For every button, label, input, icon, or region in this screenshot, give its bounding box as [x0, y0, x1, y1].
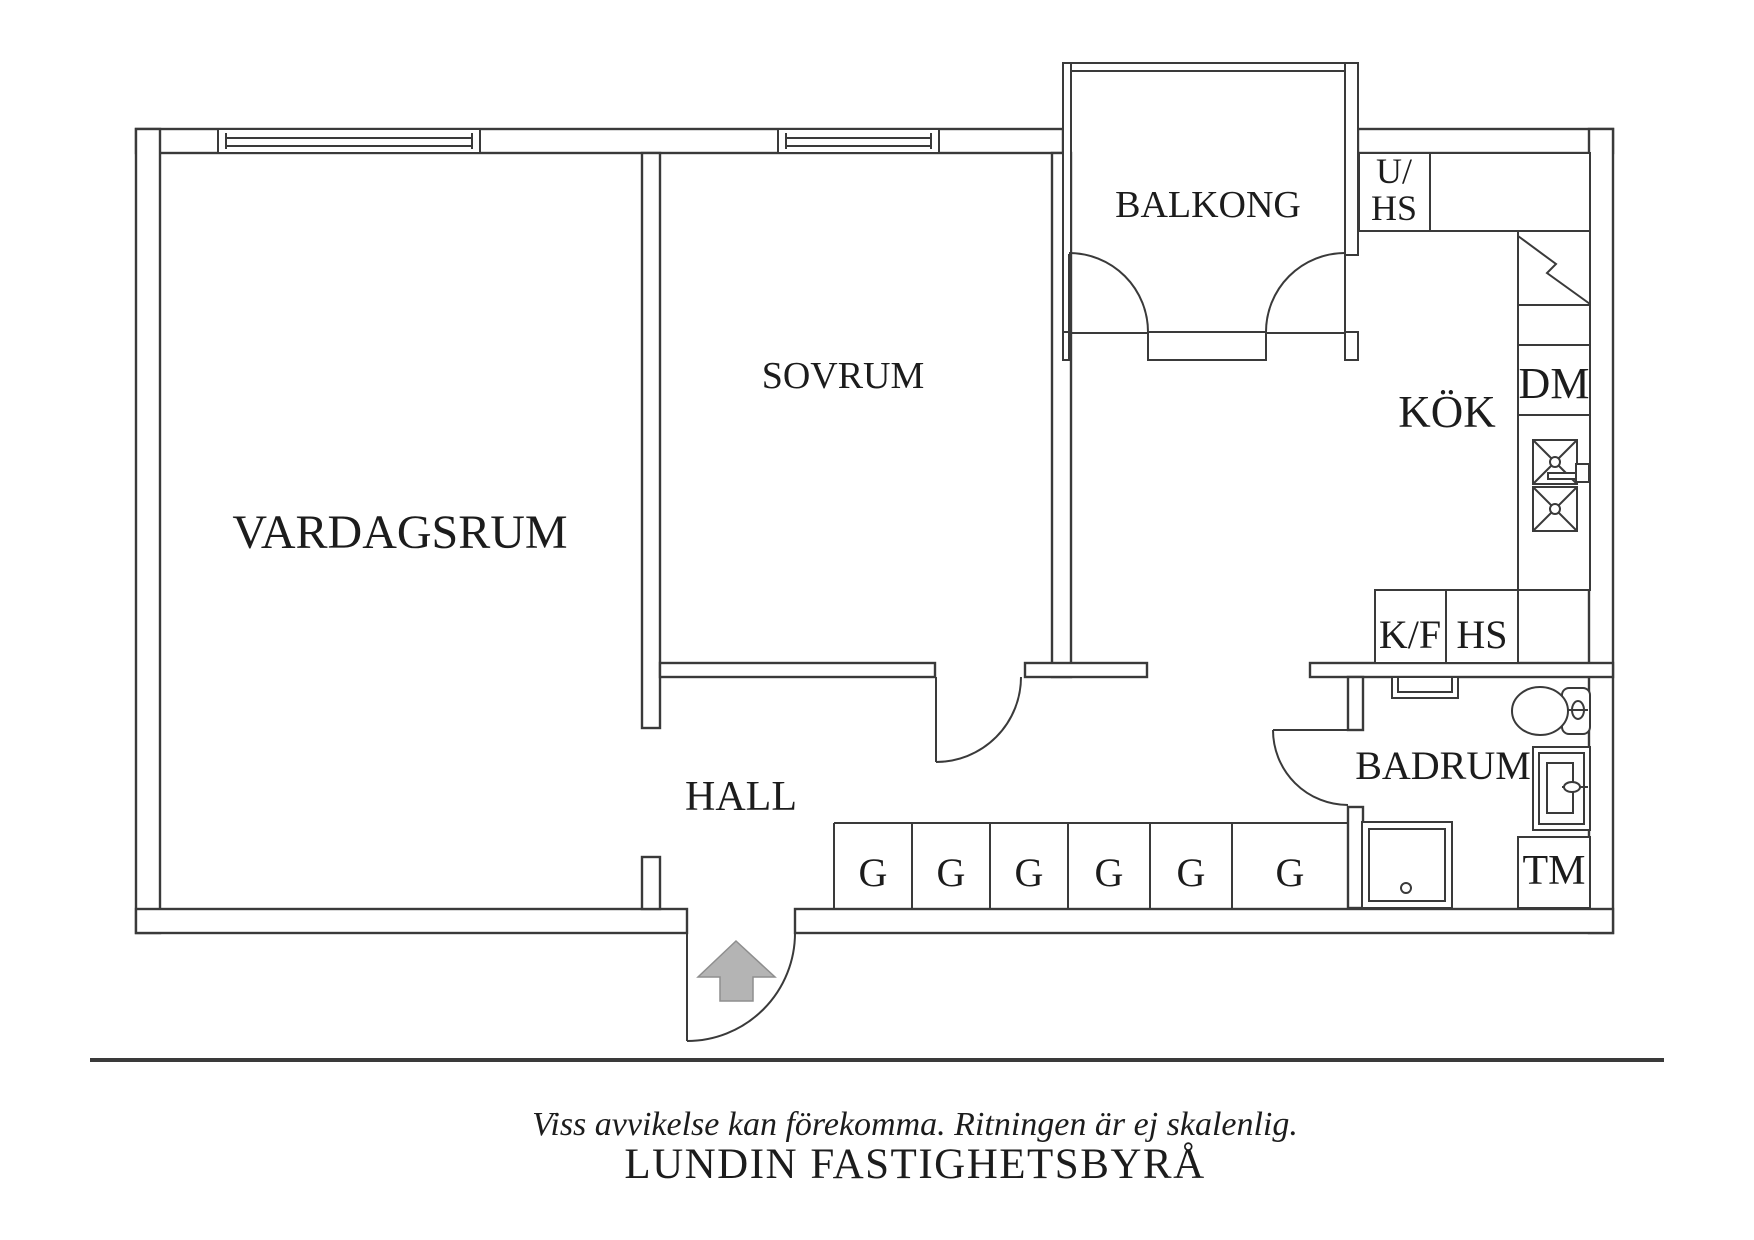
faucet-stem	[1547, 472, 1579, 480]
wall-living-hall-stub	[640, 855, 662, 911]
bathroom-fixtures	[1361, 676, 1591, 909]
vanity-faucet	[1563, 781, 1581, 793]
shower-icon	[1361, 821, 1453, 909]
room-label-sovrum: SOVRUM	[762, 355, 925, 397]
toilet-icon	[1511, 686, 1591, 736]
radiator	[1391, 676, 1459, 699]
window-living-room	[217, 128, 481, 154]
bathroom-door-arc	[1272, 729, 1349, 806]
wardrobe-row	[833, 822, 1348, 909]
shower-drain	[1400, 882, 1412, 894]
label-uhs-line2: HS	[1371, 188, 1417, 228]
balcony-wall-south-c	[1344, 331, 1359, 361]
wall-top-right	[1356, 127, 1615, 155]
wall-east	[1587, 127, 1615, 935]
counter-break-symbol	[1517, 235, 1591, 305]
outer-walls	[134, 127, 1615, 935]
inner-walls	[640, 151, 1615, 911]
footer-agency-name: LUNDIN FASTIGHETSBYRÅ	[624, 1141, 1205, 1188]
balcony-wall-south-a	[1062, 331, 1070, 361]
kitchen-counter-strip	[1517, 230, 1591, 591]
wall-bathroom-north	[1308, 661, 1615, 679]
room-label-balkong: BALKONG	[1115, 184, 1301, 226]
balcony-wall-north	[1062, 62, 1359, 72]
label-dishwasher: DM	[1519, 359, 1590, 408]
wardrobe-label: G	[1276, 850, 1305, 895]
washing-machine-box	[1517, 836, 1591, 909]
entrance-arrow-icon	[696, 939, 777, 1002]
balcony-wall-south-b	[1147, 331, 1267, 361]
wall-bathroom-west-upper	[1346, 675, 1365, 732]
door-bedroom	[935, 676, 1022, 763]
door-bathroom	[1272, 729, 1349, 806]
footer-disclaimer: Viss avvikelse kan förekomma. Ritningen …	[532, 1106, 1298, 1143]
radiator-inner	[1397, 676, 1453, 693]
balcony-structure	[1062, 62, 1359, 361]
window-bedroom	[777, 128, 940, 154]
room-label-hall: HALL	[685, 774, 797, 820]
window-frame	[777, 128, 940, 154]
washbasin-vanity	[1532, 746, 1591, 831]
wardrobe-label: G	[859, 850, 888, 895]
kitchen-top-cabinet-row	[1358, 152, 1591, 232]
sink-faucet-icon	[1547, 463, 1590, 483]
bedroom-door-arc	[935, 676, 1022, 763]
room-label-vardagsrum: VARDAGSRUM	[232, 506, 567, 559]
wall-bottom-left	[134, 907, 689, 935]
balcony-door-left-arc	[1068, 252, 1149, 333]
balcony-door-right-arc	[1265, 252, 1346, 333]
label-washing-machine: TM	[1523, 848, 1586, 894]
wall-west	[134, 127, 162, 935]
wardrobe-label: G	[1095, 850, 1124, 895]
basin-drain	[1549, 456, 1561, 468]
room-label-badrum: BADRUM	[1355, 743, 1531, 788]
wardrobe-label: G	[937, 850, 966, 895]
toilet-bowl	[1511, 686, 1569, 736]
room-label-kok: KÖK	[1398, 387, 1496, 437]
faucet-body	[1575, 463, 1590, 483]
label-uhs-line1: U/	[1376, 151, 1412, 191]
sink-basin-lower	[1532, 486, 1578, 532]
wall-living-hall-divider	[640, 151, 662, 730]
label-fridge-freezer: K/F	[1379, 612, 1441, 657]
label-hs: HS	[1456, 612, 1507, 657]
window-frame	[217, 128, 481, 154]
kitchen-fixtures	[1358, 152, 1591, 664]
wall-bedroom-south-mid	[1023, 661, 1149, 679]
wardrobe-label: G	[1015, 850, 1044, 895]
balcony-wall-east	[1344, 62, 1359, 256]
wall-bathroom-west-lower	[1346, 805, 1365, 910]
basin-drain	[1549, 503, 1561, 515]
entrance-door-arc	[686, 932, 796, 1042]
wardrobe-label: G	[1177, 850, 1206, 895]
wall-bedroom-south	[658, 661, 937, 679]
wall-bottom-right	[793, 907, 1615, 935]
door-entrance	[686, 932, 796, 1042]
